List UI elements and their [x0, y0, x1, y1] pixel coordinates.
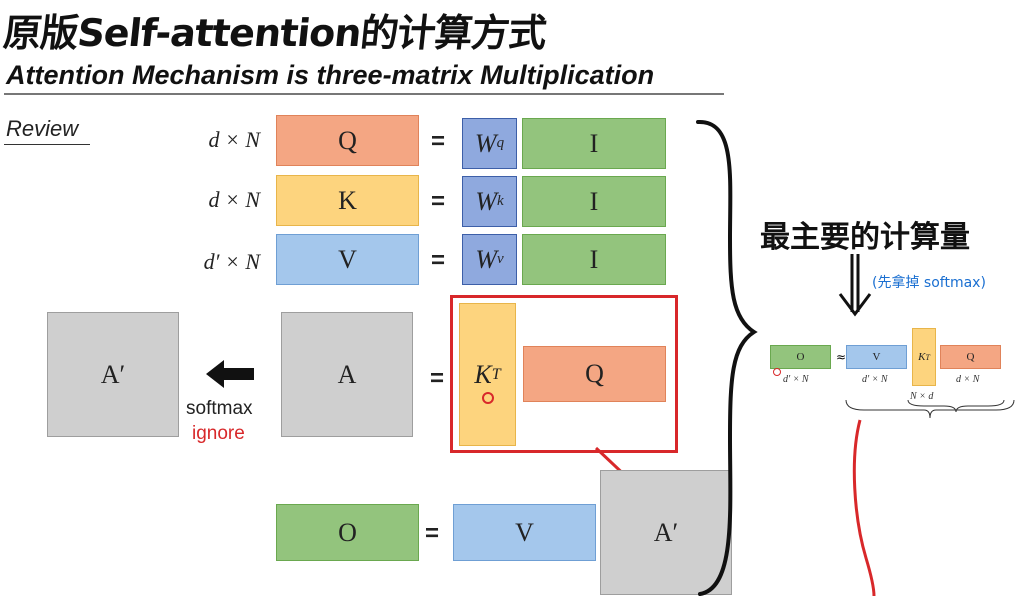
a-equals-sign: =	[430, 365, 445, 392]
output-matrix: O	[276, 504, 419, 561]
ignore-label: ignore	[192, 423, 245, 444]
attention-matrix: A	[281, 312, 413, 437]
k-equals-sign: =	[431, 188, 446, 215]
softmax-label: softmax	[186, 398, 253, 419]
mini-o-dimension: d′ × N	[783, 374, 809, 385]
attention-prime-matrix: A′	[47, 312, 179, 437]
k-matrix: K	[276, 175, 419, 226]
v-equals-sign: =	[431, 247, 446, 274]
curly-brace-icon	[696, 119, 758, 596]
q-matrix: Q	[276, 115, 419, 166]
o-equals-sign: =	[425, 520, 440, 547]
handwritten-subnote: (先拿掉 softmax)	[872, 275, 986, 291]
slide-title: Attention Mechanism is three-matrix Mult…	[6, 60, 655, 90]
cursor-marker	[482, 392, 494, 404]
red-line-icon	[852, 419, 876, 597]
attention-prime-product-matrix: A′	[600, 470, 732, 595]
handwritten-title: 原版Self-attention的计算方式	[1, 11, 548, 55]
q-dimension-label: d × N	[208, 127, 260, 152]
down-arrow-icon	[838, 254, 872, 317]
review-label: Review	[6, 116, 79, 141]
v-matrix-product: V	[453, 504, 596, 561]
q-equals-sign: =	[431, 128, 446, 155]
mini-diagram	[764, 326, 1022, 430]
mini-v-matrix: V	[846, 345, 907, 369]
highlight-box	[450, 295, 678, 453]
input-matrix-q: I	[522, 118, 666, 169]
handwritten-note: 最主要的计算量	[760, 220, 970, 255]
left-arrow-icon	[206, 360, 254, 388]
review-underline	[4, 144, 90, 145]
v-dimension-label: d′ × N	[203, 249, 260, 274]
k-dimension-label: d × N	[208, 187, 260, 212]
mini-cursor-marker	[773, 368, 781, 376]
mini-kt-dimension: N × d	[910, 391, 934, 402]
q-matrix-product: Q	[523, 346, 666, 402]
mini-q-dimension: d × N	[956, 374, 980, 385]
mini-brace-icon	[845, 399, 1015, 419]
input-matrix-k: I	[522, 176, 666, 227]
v-matrix: V	[276, 234, 419, 285]
input-matrix-v: I	[522, 234, 666, 285]
mini-v-dimension: d′ × N	[862, 374, 888, 385]
mini-output-matrix: O	[770, 345, 831, 369]
mini-approx-sign: ≈	[836, 350, 847, 364]
mini-q-matrix: Q	[940, 345, 1001, 369]
title-divider	[4, 93, 724, 95]
